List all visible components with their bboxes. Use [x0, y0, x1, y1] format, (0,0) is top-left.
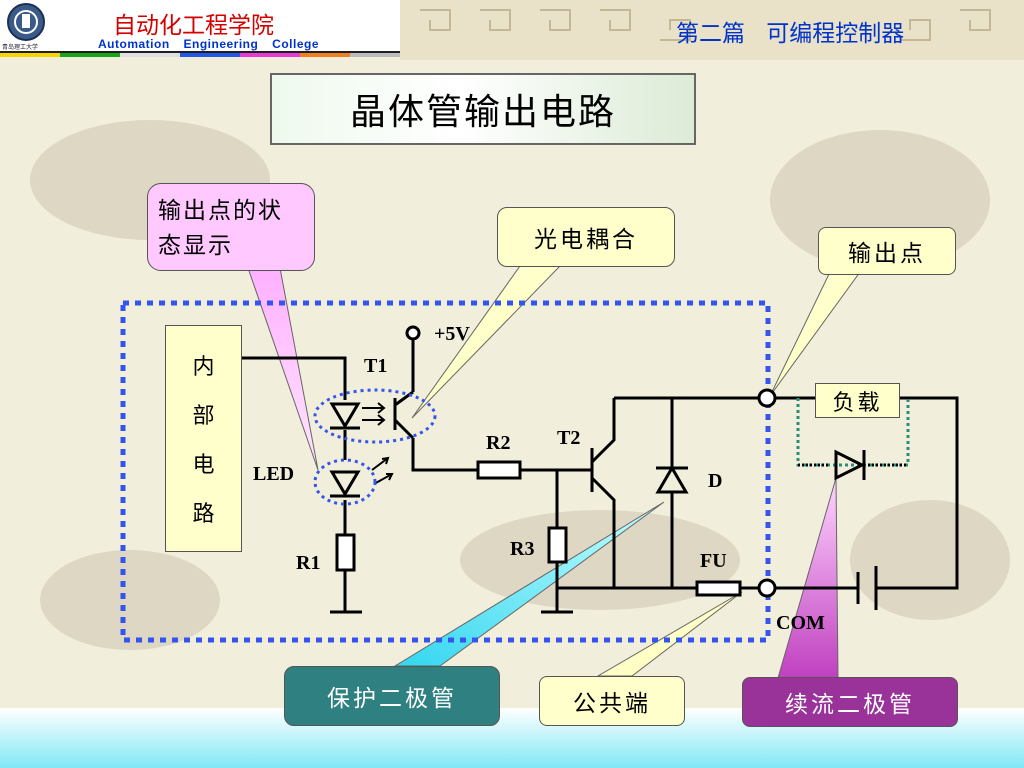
university-name: 青岛理工大学 [2, 44, 39, 51]
label-r3: R3 [510, 538, 535, 560]
school-subtitle: Automation Engineering College [98, 37, 320, 51]
internal-circuit-box: 内 部 电 路 [165, 325, 242, 552]
vcc-terminal [405, 325, 421, 341]
callout-common-terminal-text: 公共端 [573, 691, 651, 717]
label-r2: R2 [486, 432, 511, 454]
callout-optocoupler: 光电耦合 [497, 207, 675, 267]
freewheel-diode-links [796, 398, 910, 467]
callout-freewheel-diode: 续流二极管 [742, 677, 958, 727]
status-led-diode [329, 470, 361, 497]
callout-protection-diode-text: 保护二极管 [327, 686, 457, 712]
leader-status-display [247, 267, 319, 471]
callout-status-display-text: 输出点的状态显示 [158, 198, 283, 259]
freewheel-diode [834, 449, 866, 481]
slide-title: 晶体管输出电路 [349, 92, 616, 133]
fuse-fu [695, 580, 742, 597]
optocoupler-highlight [313, 388, 437, 444]
callout-output-point-text: 输出点 [848, 241, 926, 267]
opto-led-diode [329, 402, 361, 429]
label-fu: FU [700, 550, 727, 572]
resistor-r2 [476, 460, 522, 480]
diode-d [655, 465, 689, 494]
com-terminal [757, 578, 777, 598]
leader-protection-diode [393, 501, 665, 667]
chapter-title: 第二篇 可编程控制器 [676, 21, 905, 47]
callout-common-terminal: 公共端 [539, 676, 685, 726]
internal-circuit-char: 路 [192, 502, 215, 528]
callout-status-display: 输出点的状态显示 [147, 183, 315, 271]
label-led: LED [253, 463, 295, 485]
led-highlight [313, 458, 377, 506]
label-d: D [708, 470, 723, 492]
output-terminal [757, 388, 777, 408]
university-logo-icon [7, 3, 45, 41]
load-label: 负载 [832, 390, 883, 416]
resistor-r3 [547, 526, 568, 564]
internal-circuit-char: 部 [192, 403, 215, 429]
header-color-stripe [0, 51, 400, 57]
school-title: 自动化工程学院 [113, 13, 274, 39]
label-t2: T2 [557, 427, 581, 449]
label-com: COM [776, 612, 825, 634]
leader-freewheel-diode [777, 477, 839, 679]
circuit-wires [242, 338, 959, 614]
callout-protection-diode: 保护二极管 [284, 666, 500, 726]
label-r1: R1 [296, 552, 321, 574]
callout-output-point: 输出点 [818, 227, 956, 275]
leader-common-terminal [596, 591, 743, 677]
load-box: 负载 [815, 383, 900, 418]
internal-circuit-char: 电 [192, 453, 215, 479]
callout-optocoupler-text: 光电耦合 [534, 227, 638, 253]
callout-freewheel-diode-text: 续流二极管 [785, 692, 915, 718]
internal-circuit-char: 内 [192, 354, 215, 380]
label-vcc: +5V [434, 323, 470, 345]
label-t1: T1 [364, 355, 388, 377]
leader-output-point [769, 271, 861, 397]
slide-title-box: 晶体管输出电路 [270, 73, 696, 145]
resistor-r1 [335, 533, 356, 572]
